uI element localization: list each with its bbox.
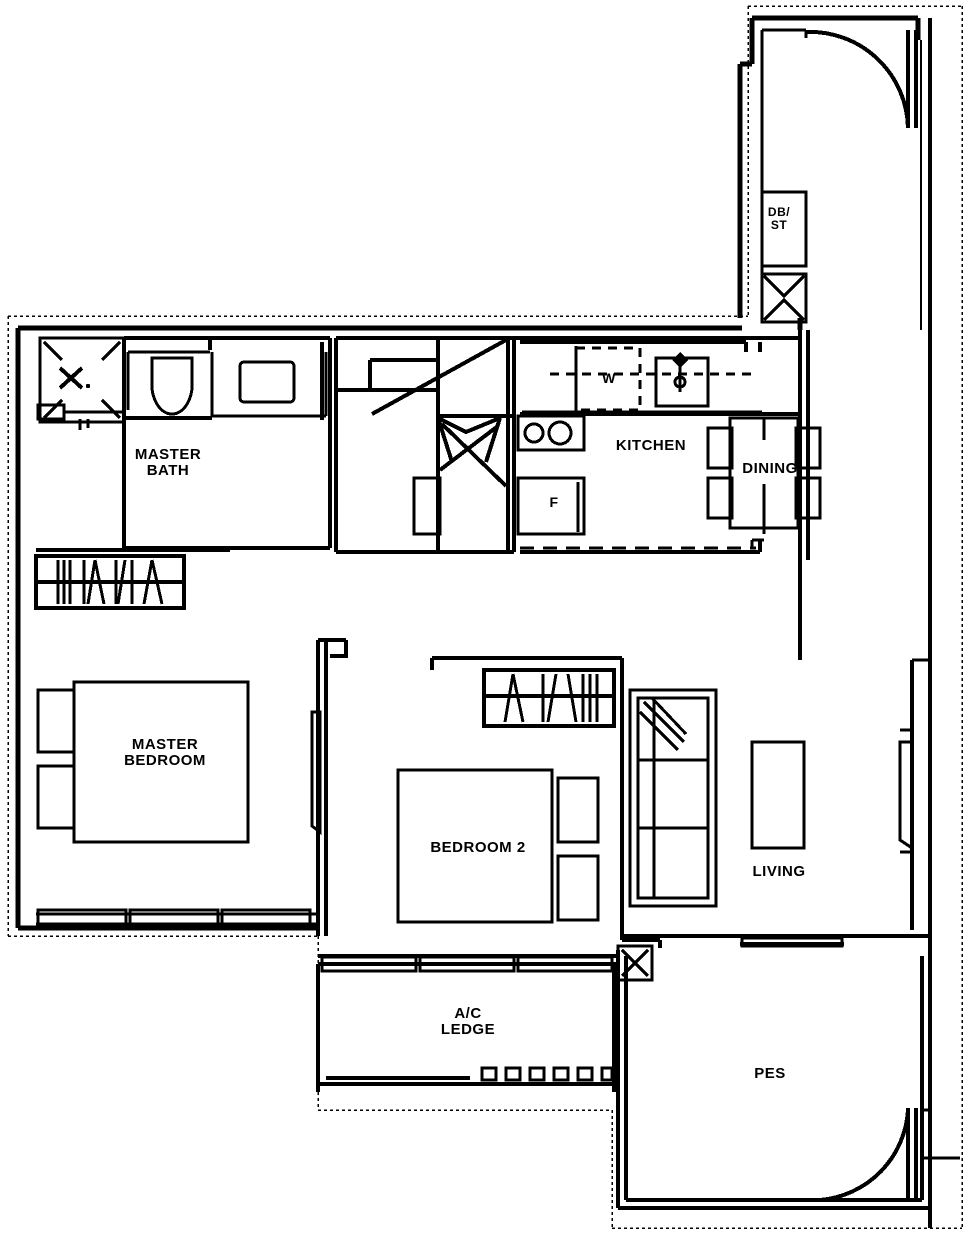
property-boundary — [7, 5, 963, 1229]
dining-table — [706, 416, 822, 548]
room-label-living: LIVING — [752, 863, 806, 880]
bedroom2-wardrobe — [430, 656, 624, 730]
pes-door-swing — [819, 1109, 910, 1202]
appliance-label-fridge: F — [549, 494, 559, 510]
master-bed — [36, 680, 250, 844]
living-pes-threshold — [624, 934, 930, 946]
room-label-dining: DINING — [742, 460, 798, 477]
shower-sill — [36, 403, 124, 430]
room-label-master-bedroom: MASTER BEDROOM — [124, 736, 206, 770]
room-label-bedroom-2: BEDROOM 2 — [430, 839, 526, 856]
right-edge-detail — [900, 658, 930, 854]
kitchen-sink — [654, 352, 710, 408]
kitchen-walls — [514, 336, 800, 554]
master-bedroom-door — [310, 710, 322, 835]
water-closet — [150, 350, 196, 416]
bedroom2-wardrobe-hangers — [503, 673, 599, 723]
master-bath-walls — [122, 336, 332, 550]
db-st-closet — [760, 190, 808, 324]
main-unit-walls — [15, 318, 803, 931]
master-wardrobe — [34, 548, 230, 610]
basin — [238, 360, 296, 404]
shower-x-symbol — [58, 366, 84, 390]
ac-ledge-vents — [480, 1066, 614, 1082]
room-label-db-st: DB/ ST — [767, 205, 791, 232]
bedroom2-bed — [396, 768, 600, 924]
appliance-label-washer: W — [602, 370, 616, 386]
pes-door-jamb — [922, 1108, 960, 1160]
entry-door-swing — [805, 29, 910, 129]
lobby-cabinet — [412, 476, 442, 536]
kitchen-hob — [516, 414, 586, 452]
room-label-ac-ledge: A/C LEDGE — [440, 1005, 496, 1039]
stair-diagonal — [371, 338, 507, 416]
master-bath-door — [320, 342, 332, 420]
double-door-swing — [436, 416, 508, 488]
living-sliding-door — [740, 936, 844, 948]
entry-door — [906, 30, 918, 128]
misc-wall-stubs — [622, 330, 810, 948]
master-bedroom-window — [36, 908, 316, 928]
living-coffee-table — [750, 740, 806, 850]
room-label-kitchen: KITCHEN — [615, 437, 687, 454]
pes-door — [906, 1108, 918, 1202]
room-label-pes: PES — [754, 1065, 786, 1082]
shower-dot — [85, 383, 91, 389]
master-bedroom-partition — [316, 638, 348, 936]
ac-ledge-walls — [316, 964, 616, 1092]
living-sofa — [628, 688, 718, 908]
room-label-master-bath: MASTER BATH — [134, 446, 202, 480]
kitchen-counter — [522, 346, 762, 414]
corner-marker-box — [616, 944, 654, 982]
shower-stall — [38, 336, 126, 424]
master-bath-counter — [126, 350, 328, 418]
fridge-box — [516, 476, 586, 536]
master-wardrobe-hangers — [56, 559, 164, 605]
living-window — [898, 740, 914, 851]
entry-corridor-walls — [737, 15, 921, 318]
lobby-walls — [334, 336, 516, 554]
washer-outline — [550, 346, 758, 412]
